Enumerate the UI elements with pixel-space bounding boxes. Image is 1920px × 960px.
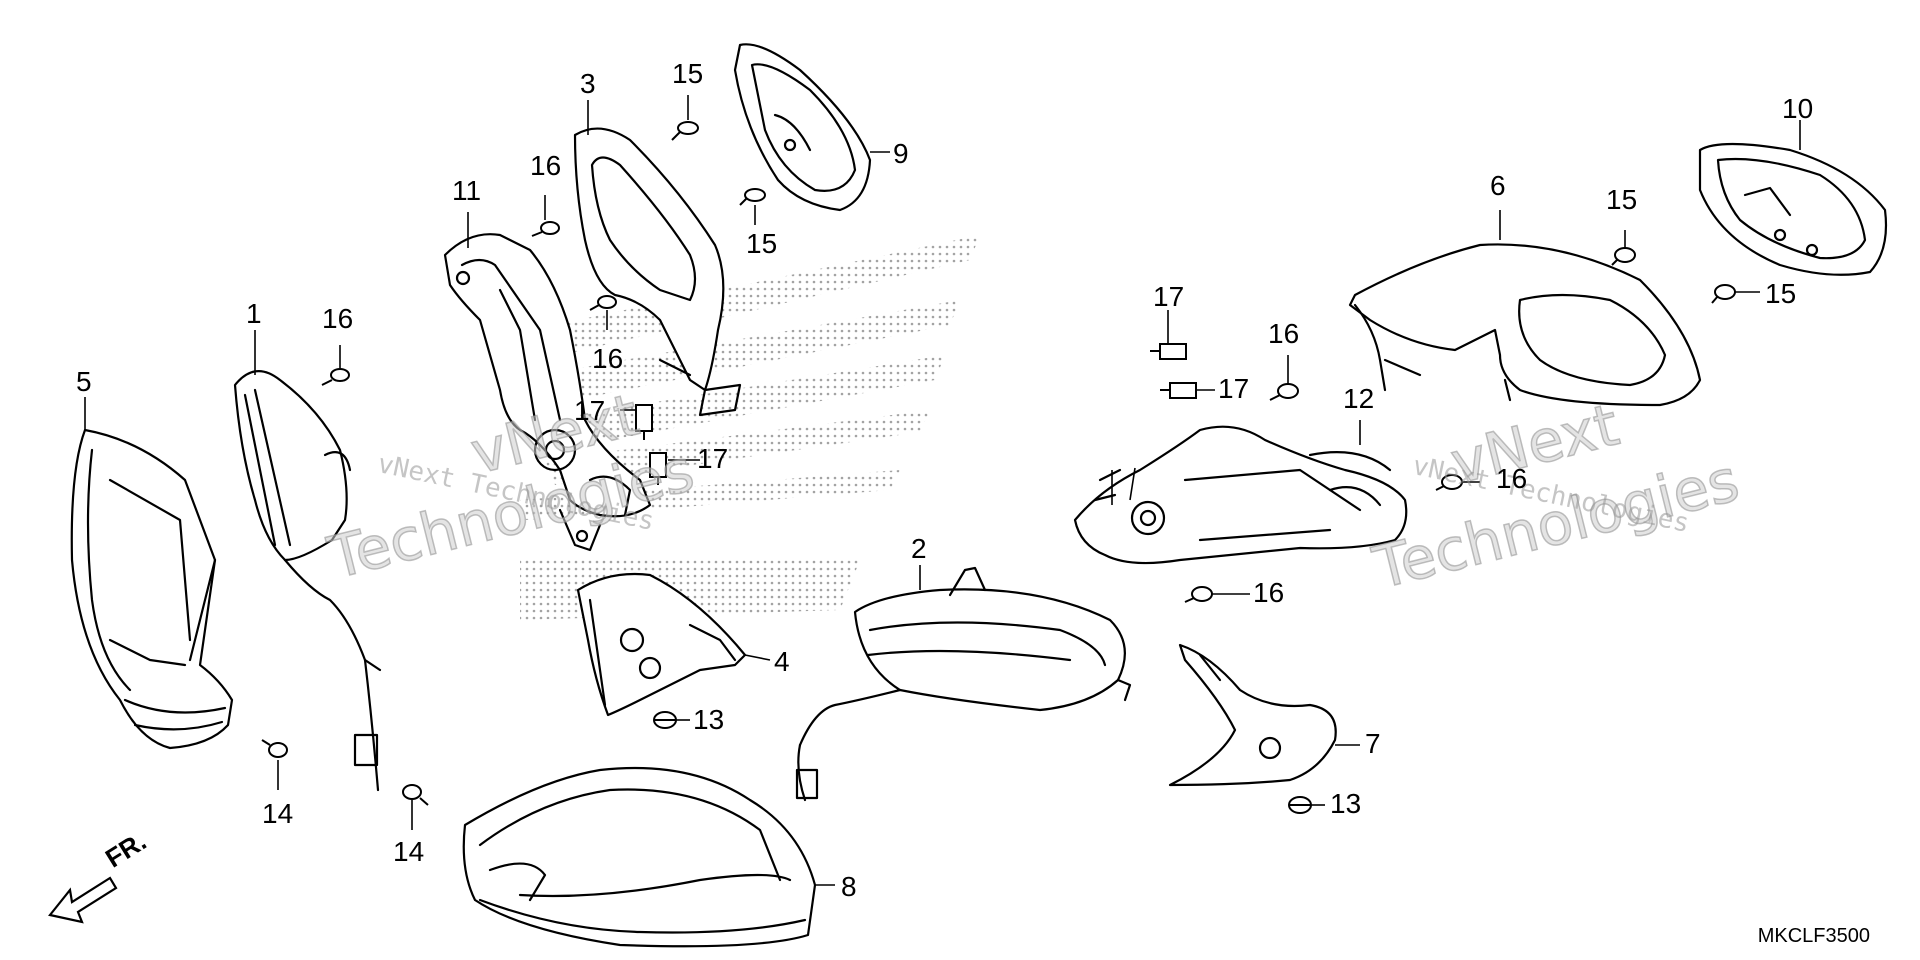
callout-15-d: 15 [1765, 278, 1797, 309]
callout-16-c: 16 [322, 303, 354, 334]
callout-4: 4 [774, 646, 790, 677]
callout-16-d: 16 [1268, 318, 1300, 349]
callout-7: 7 [1365, 728, 1381, 759]
part-5-mirror-cover-left [70, 428, 234, 750]
callout-14-left: 14 [262, 798, 294, 829]
screw-15-c [1611, 247, 1636, 266]
part-4-lower-cover-left [576, 572, 747, 717]
callout-17-c: 17 [1153, 281, 1185, 312]
callout-3: 3 [580, 68, 596, 99]
part-8-mirror-cover-right [462, 766, 817, 948]
nut-13-a [653, 711, 677, 729]
bolt-17-d [1160, 382, 1197, 399]
bolt-17-b [649, 452, 667, 485]
screw-15-b [739, 188, 766, 206]
screw-15-d [1711, 284, 1736, 304]
callout-13-right: 13 [1330, 788, 1362, 819]
part-12-mirror-stay-right [1073, 425, 1408, 565]
screw-14-b [402, 784, 429, 806]
part-6-mirror-housing-frame-right [1348, 243, 1702, 407]
part-7-lower-cover-right [1168, 643, 1337, 787]
callout-13-left: 13 [693, 704, 725, 735]
screw-16-a [531, 221, 560, 237]
diagram-code: MKCLF3500 [1757, 925, 1870, 947]
leader-lines [84, 95, 1801, 886]
callout-11: 11 [452, 175, 482, 206]
callout-9: 9 [893, 138, 909, 169]
bolt-17-c [1150, 343, 1187, 360]
callout-15-b: 15 [746, 228, 778, 259]
callout-15-c: 15 [1606, 184, 1638, 215]
callout-10: 10 [1782, 93, 1814, 124]
part-10-mirror-right [1698, 142, 1888, 276]
callout-14-right: 14 [393, 836, 425, 867]
nut-13-b [1288, 796, 1312, 814]
callout-5: 5 [76, 366, 92, 397]
screw-16-b [589, 295, 617, 311]
callout-12: 12 [1343, 383, 1375, 414]
callout-16-f: 16 [1253, 577, 1285, 608]
bolt-17-a [635, 404, 653, 440]
part-11-mirror-stay-left [443, 233, 652, 552]
front-arrow-icon [48, 876, 118, 924]
callout-17-d: 17 [1218, 373, 1250, 404]
callout-2: 2 [911, 533, 927, 564]
wing-logo-background [520, 235, 980, 620]
screw-14-a [261, 739, 288, 758]
screw-16-f [1184, 586, 1213, 603]
callout-17-b: 17 [697, 443, 729, 474]
callout-17-a: 17 [574, 395, 606, 426]
part-2-turn-signal-right [795, 566, 1132, 802]
callout-1: 1 [246, 298, 262, 329]
callout-6: 6 [1490, 170, 1506, 201]
callout-15-a: 15 [672, 58, 704, 89]
screw-16-d [1269, 383, 1299, 401]
fasteners [261, 121, 1736, 814]
callout-16-e: 16 [1496, 463, 1528, 494]
screw-16-e [1435, 474, 1463, 491]
part-1-turn-signal-left [233, 370, 382, 792]
screw-16-c [321, 368, 350, 386]
callout-16-b: 16 [592, 343, 624, 374]
part-3-mirror-housing-frame-left [573, 127, 742, 417]
callout-8: 8 [841, 871, 857, 902]
callout-16-a: 16 [530, 150, 562, 181]
screw-15-a [671, 121, 699, 141]
part-9-mirror-left [733, 43, 872, 212]
